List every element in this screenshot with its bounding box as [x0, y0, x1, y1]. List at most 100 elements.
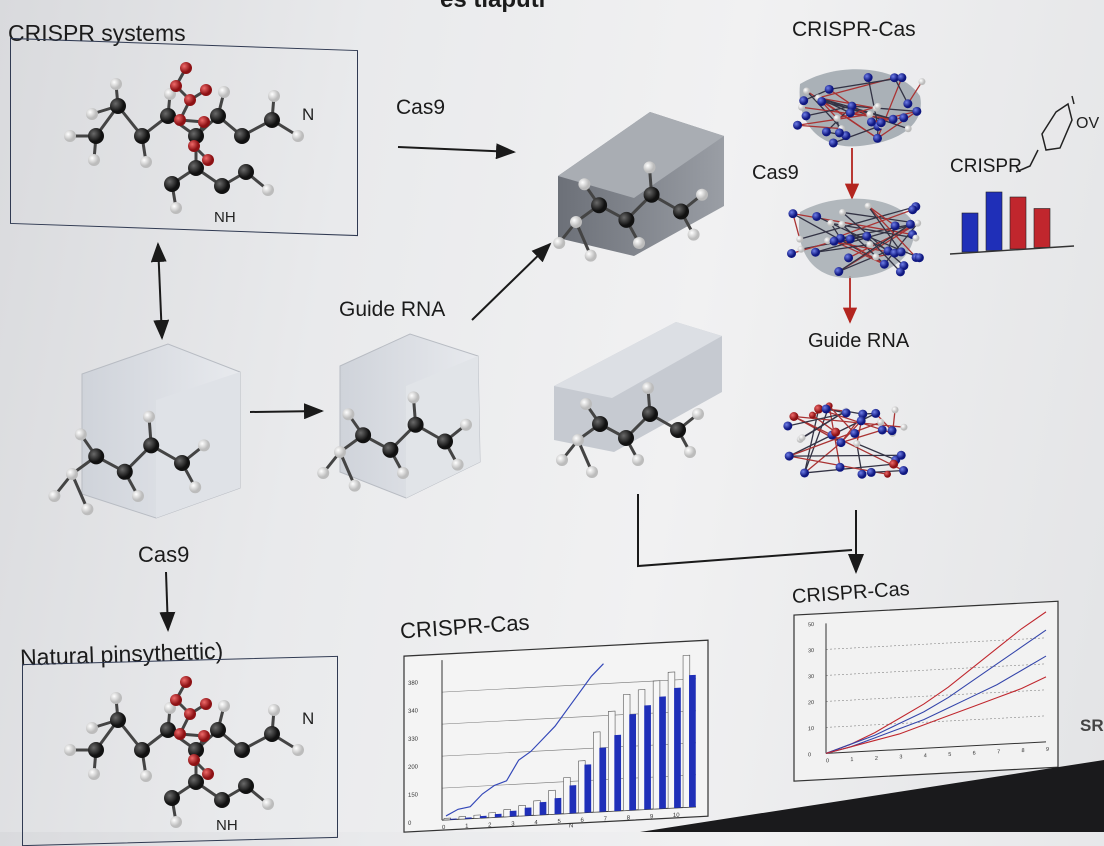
atom-n-top: N	[302, 105, 314, 124]
cluster-atom	[891, 221, 900, 230]
chart1-bar-outline	[444, 818, 451, 820]
cluster-atom	[896, 267, 905, 276]
cluster-atom	[897, 73, 906, 82]
oxygen-atom	[184, 708, 196, 720]
cluster-atom	[809, 412, 816, 419]
cluster-atom	[785, 452, 794, 461]
chart2-y-tick: 50	[808, 622, 814, 628]
carbon-atom	[234, 128, 250, 144]
chart1-bar-outline	[578, 761, 585, 813]
hydrogen-atom	[48, 490, 60, 502]
chart1-y-tick: 330	[408, 736, 419, 743]
carbon-atom	[591, 197, 607, 213]
hydrogen-atom	[696, 189, 708, 201]
carbon-atom	[670, 422, 686, 438]
cube-light-right	[554, 322, 722, 452]
cluster-atom	[799, 96, 808, 105]
chart1-y-tick: 150	[408, 792, 419, 799]
oxygen-atom	[198, 730, 210, 742]
chart2-y-tick: 30	[808, 674, 814, 680]
carbon-atom	[188, 160, 204, 176]
hydrogen-atom	[570, 216, 582, 228]
cluster-atom	[831, 428, 840, 437]
cluster-atom	[877, 118, 886, 127]
protein-cluster-bottom	[783, 402, 908, 478]
hydrogen-atom	[218, 700, 230, 712]
cluster-atom	[915, 253, 924, 262]
oxygen-atom	[188, 754, 200, 766]
hydrogen-atom	[349, 480, 361, 492]
cluster-atom	[850, 429, 859, 438]
chart1-bar-outline	[474, 815, 481, 819]
carbon-atom	[642, 406, 658, 422]
hydrogen-atom	[262, 798, 274, 810]
cluster-atom	[857, 416, 866, 425]
cluster-atom	[822, 127, 831, 136]
chart1-bar-outline	[534, 801, 541, 816]
carbon-atom	[164, 790, 180, 806]
arrow-left-to-center	[250, 411, 322, 412]
chart2-x-tick: 4	[924, 753, 927, 759]
chart2-x-tick: 9	[1046, 747, 1049, 753]
oxygen-atom	[180, 62, 192, 74]
carbon-atom	[238, 164, 254, 180]
mini-bar	[1034, 209, 1050, 248]
chart1-bar-outline	[608, 711, 615, 811]
chart2-x-tick: 7	[997, 749, 1000, 755]
chart1-bar	[540, 802, 547, 815]
arrow-vertical-double	[158, 244, 162, 338]
cluster-atom	[889, 460, 898, 469]
carbon-atom	[644, 187, 660, 203]
cluster-atom	[889, 115, 898, 124]
cluster-atom	[834, 267, 843, 276]
chart2-x-tick: 8	[1022, 748, 1025, 754]
hydrogen-atom	[586, 466, 598, 478]
oxygen-atom	[170, 80, 182, 92]
atom-n-bottom: N	[302, 709, 314, 728]
hydrogen-atom	[408, 391, 420, 403]
mini-bar-chart	[950, 192, 1074, 254]
cluster-atom	[803, 87, 810, 94]
chart1-bar-outline	[623, 694, 630, 810]
chart1-bar	[644, 705, 651, 809]
hydrogen-atom	[75, 428, 87, 440]
chart1-bar	[584, 764, 591, 812]
carbon-atom	[110, 712, 126, 728]
cluster-atom	[789, 412, 798, 421]
chart1-bar	[614, 735, 621, 811]
atom-ov: OV	[1076, 115, 1099, 132]
hydrogen-atom	[578, 178, 590, 190]
hydrogen-atom	[684, 446, 696, 458]
chart2-x-tick: 6	[973, 751, 976, 757]
carbon-atom	[408, 417, 424, 433]
carbon-atom	[88, 128, 104, 144]
cluster-atom	[842, 408, 851, 417]
oxygen-atom	[202, 154, 214, 166]
hydrogen-atom	[644, 161, 656, 173]
mini-bar	[986, 192, 1002, 251]
carbon-atom	[117, 464, 133, 480]
oxygen-atom	[174, 114, 186, 126]
carbon-atom	[210, 722, 226, 738]
chart1-bar	[525, 807, 532, 815]
hydrogen-atom	[397, 467, 409, 479]
carbon-atom	[210, 108, 226, 124]
cluster-atom	[867, 117, 876, 126]
hydrogen-atom	[642, 382, 654, 394]
carbon-atom	[214, 792, 230, 808]
hydrogen-atom	[64, 130, 76, 142]
molecule-natural	[64, 676, 304, 828]
hydrogen-atom	[268, 704, 280, 716]
oxygen-atom	[174, 728, 186, 740]
carbon-atom	[264, 726, 280, 742]
cluster-atom	[914, 220, 921, 227]
cluster-atom	[844, 253, 853, 262]
chart1-bar-outline	[668, 672, 675, 808]
cluster-atom	[802, 111, 811, 120]
cluster-atom	[899, 466, 908, 475]
oxygen-atom	[170, 694, 182, 706]
cluster-atom	[906, 220, 915, 229]
cluster-atom	[834, 115, 841, 122]
cluster-atom	[835, 128, 844, 137]
